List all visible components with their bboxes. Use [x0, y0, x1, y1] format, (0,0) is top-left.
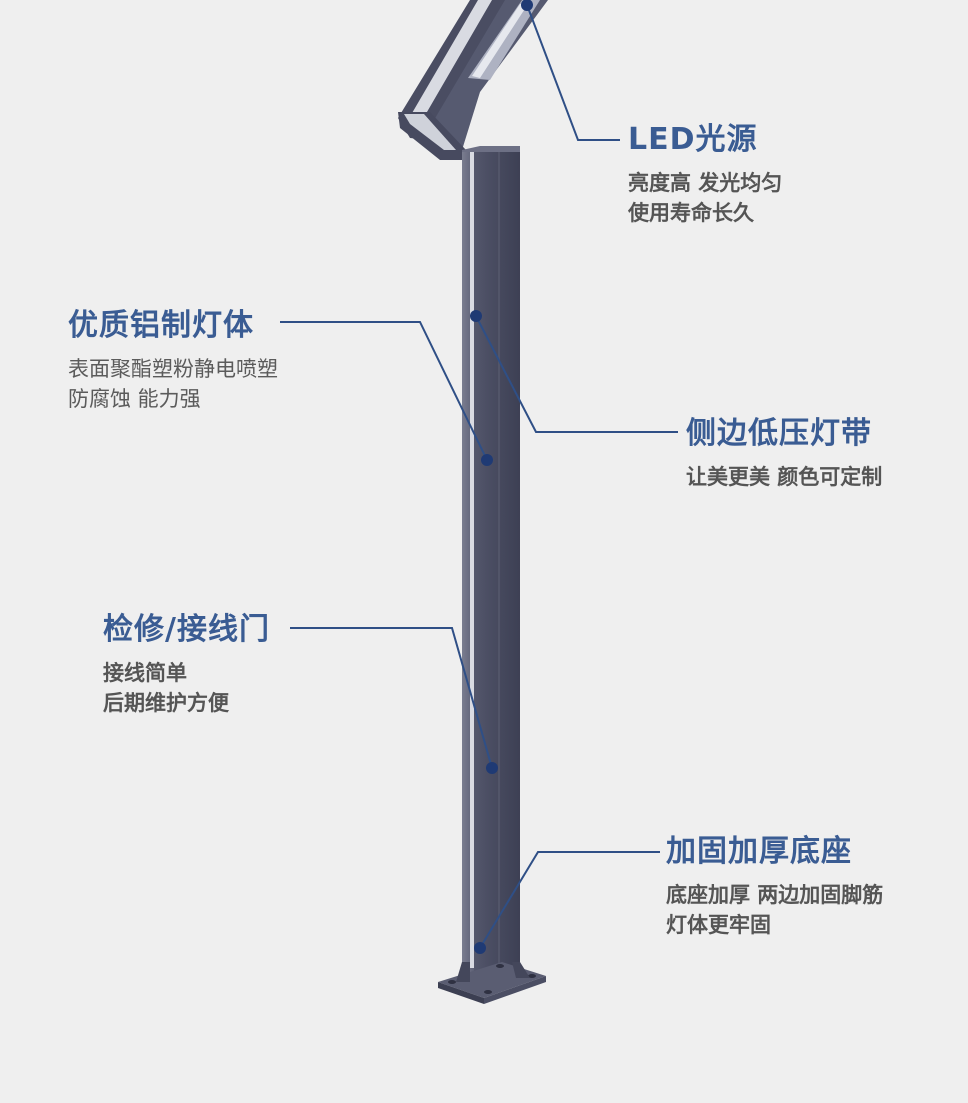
- callout-door-title: 检修/接线门: [103, 612, 270, 647]
- leader-line-body: [280, 321, 488, 461]
- marker-dot-body: [481, 454, 493, 466]
- callout-body-line1: 表面聚酯塑粉静电喷塑: [68, 357, 278, 381]
- callout-door: 检修/接线门 接线简单 后期维护方便: [103, 612, 270, 718]
- callout-base-title: 加固加厚底座: [666, 834, 852, 869]
- marker-dots: [470, 0, 533, 954]
- callout-led-line1: 亮度高 发光均匀: [628, 171, 783, 195]
- lamp-pole: [462, 146, 520, 972]
- callout-strip-title: 侧边低压灯带: [686, 416, 872, 451]
- callout-led: LED光源 亮度高 发光均匀 使用寿命长久: [628, 122, 782, 228]
- leader-line-base: [479, 851, 660, 949]
- marker-dot-base: [474, 942, 486, 954]
- callout-led-desc: 亮度高 发光均匀 使用寿命长久: [628, 168, 782, 228]
- callout-door-line1: 接线简单: [103, 661, 187, 685]
- callout-door-desc: 接线简单 后期维护方便: [103, 658, 270, 718]
- callout-base-line2: 灯体更牢固: [666, 913, 771, 937]
- lamp-base: [438, 962, 546, 1004]
- callout-led-title: LED光源: [628, 122, 758, 157]
- leader-lines: [280, 4, 678, 949]
- marker-dot-led: [521, 0, 533, 11]
- callout-strip-desc: 让美更美 颜色可定制: [686, 462, 882, 492]
- side-light-strip: [470, 152, 474, 968]
- marker-dot-door: [486, 762, 498, 774]
- callout-body: 优质铝制灯体 表面聚酯塑粉静电喷塑 防腐蚀 能力强: [68, 308, 278, 414]
- callout-base-line1: 底座加厚 两边加固脚筋: [666, 883, 884, 907]
- marker-dot-strip: [470, 310, 482, 322]
- leader-line-led: [526, 4, 620, 141]
- callout-body-line2: 防腐蚀 能力强: [68, 387, 201, 411]
- callout-door-line2: 后期维护方便: [103, 691, 229, 715]
- callout-body-title: 优质铝制灯体: [68, 308, 254, 343]
- callout-body-desc: 表面聚酯塑粉静电喷塑 防腐蚀 能力强: [68, 354, 278, 414]
- lamp-arm: [398, 0, 548, 160]
- callout-strip-line1: 让美更美 颜色可定制: [686, 465, 883, 489]
- callout-base: 加固加厚底座 底座加厚 两边加固脚筋 灯体更牢固: [666, 834, 883, 940]
- leader-line-strip: [475, 315, 678, 433]
- callout-base-desc: 底座加厚 两边加固脚筋 灯体更牢固: [666, 880, 883, 940]
- callout-led-line2: 使用寿命长久: [628, 201, 754, 225]
- leader-line-door: [290, 627, 493, 769]
- callout-strip: 侧边低压灯带 让美更美 颜色可定制: [686, 416, 882, 492]
